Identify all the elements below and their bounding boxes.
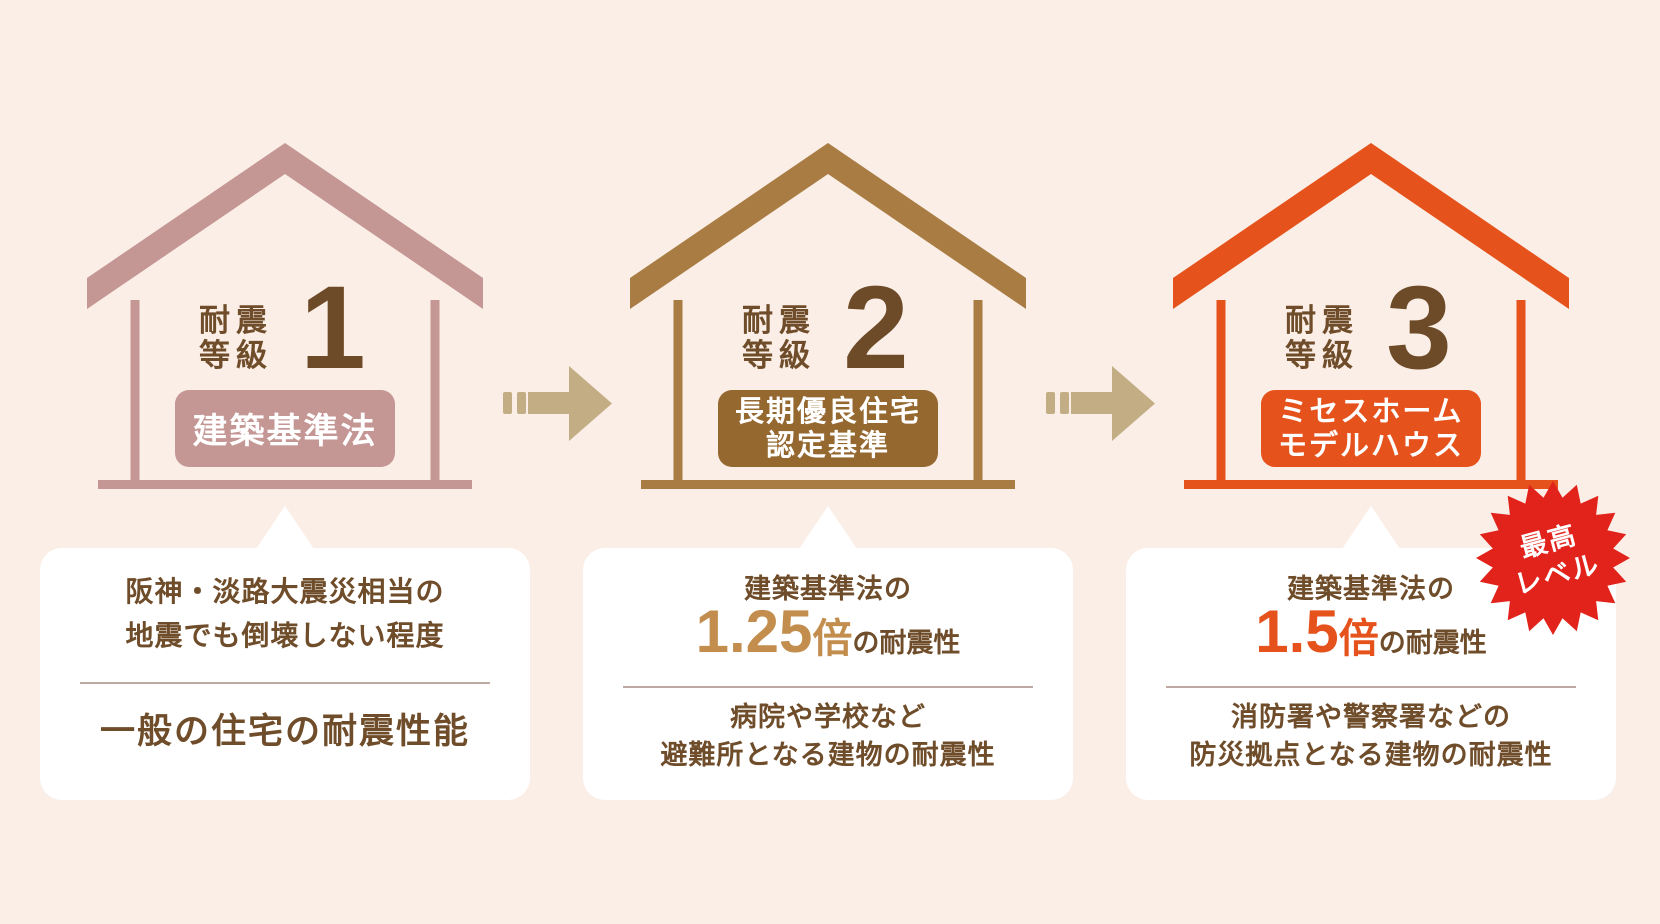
grade-number-2: 2 [843,262,909,394]
multiplier-suffix: の耐震性 [852,628,961,658]
card-divider [1166,686,1576,688]
house-wall-right [1516,300,1526,480]
grade-label-3: 耐震 等級 [1247,303,1359,373]
grade-word: 耐震 [742,303,816,338]
grade-word: 等級 [742,338,816,373]
multiplier-value: 1.25 [695,598,813,665]
house-roof [630,143,1026,309]
best-level-starburst-icon [1476,481,1630,635]
house-wall-left [130,300,140,480]
grade-number-3: 3 [1386,262,1452,394]
house-grade2-icon [630,143,1026,489]
grade2-description-card: 建築基準法の 1.25倍の耐震性 病院や学校など 避難所となる建物の耐震性 [583,548,1073,800]
multiplier-line: 1.5倍の耐震性 [1126,602,1616,662]
standard-tag-3: ミセスホーム モデルハウス [1261,390,1481,467]
grade-label-2: 耐震 等級 [704,303,816,373]
house-roof [1173,143,1569,309]
grade-word: 等級 [1285,338,1359,373]
grade-number-1: 1 [300,262,366,394]
house-wall-right [973,300,983,480]
card-divider [80,682,490,684]
card-pointer [256,506,314,549]
card-pointer [1342,506,1400,549]
card-description: 阪神・淡路大震災相当の 地震でも倒壊しない程度 [125,576,445,651]
tag-text: ミセスホーム [1278,395,1464,428]
card-pointer [799,506,857,549]
house-grade1-icon [87,143,483,489]
house-floor [1184,480,1558,489]
grade-label-1: 耐震 等級 [161,303,273,373]
standard-tag-1: 建築基準法 [175,390,395,467]
arrow-right-icon [503,366,612,441]
house-grade3-icon [1173,143,1569,489]
grade-word: 等級 [199,338,273,373]
grade1-description-card: 阪神・淡路大震災相当の 地震でも倒壊しない程度 一般の住宅の耐震性能 [40,548,530,800]
card-summary: 一般の住宅の耐震性能 [99,712,470,751]
multiplier-unit: 倍 [1338,617,1379,661]
card-description: 消防署や警察署などの 防災拠点となる建物の耐震性 [1189,702,1553,770]
house-wall-right [430,300,440,480]
grade-word: 耐震 [1285,303,1359,338]
multiplier-suffix: の耐震性 [1378,628,1487,658]
house-wall-left [673,300,683,480]
card-description: 病院や学校など 避難所となる建物の耐震性 [660,702,996,770]
house-floor [641,480,1015,489]
arrow-right-icon [1046,366,1155,441]
house-wall-left [1216,300,1226,480]
multiplier-value: 1.5 [1255,598,1339,665]
tag-text: 建築基準法 [192,412,378,451]
card-intro: 建築基準法の [1287,574,1455,604]
multiplier-unit: 倍 [812,617,853,661]
standard-tag-2: 長期優良住宅 認定基準 [718,390,938,467]
card-divider [623,686,1033,688]
grade-word: 耐震 [199,303,273,338]
tag-text: モデルハウス [1277,429,1464,462]
tag-text: 認定基準 [765,429,890,462]
tag-text: 長期優良住宅 [734,395,921,428]
house-roof [87,143,483,309]
house-floor [98,480,472,489]
card-intro: 建築基準法の [744,574,912,604]
multiplier-line: 1.25倍の耐震性 [583,602,1073,662]
grade3-description-card: 建築基準法の 1.5倍の耐震性 消防署や警察署などの 防災拠点となる建物の耐震性 [1126,548,1616,800]
